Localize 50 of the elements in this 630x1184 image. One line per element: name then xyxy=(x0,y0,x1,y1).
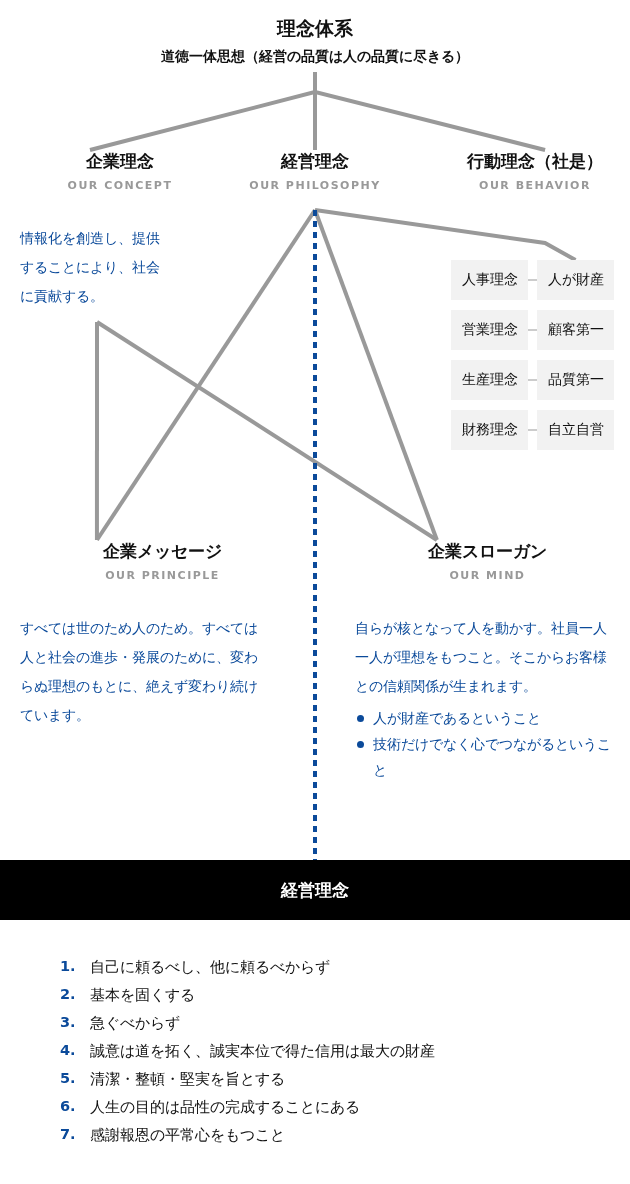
connector-line xyxy=(95,208,317,542)
bullet-text: 技術だけでなく心でつながるということ xyxy=(373,736,611,778)
list-item-text: 自己に頼るべし、他に頼るべからず xyxy=(90,958,330,977)
heading: 経営理念 xyxy=(279,150,350,173)
connector-line xyxy=(94,322,99,540)
connector-line xyxy=(313,209,439,541)
english-subheading: OUR CONCEPT xyxy=(66,179,174,192)
connector-line xyxy=(527,379,538,381)
list-item-text: 基本を固くする xyxy=(90,986,195,1005)
connector-line xyxy=(527,329,538,331)
list-item-text: 人生の目的は品性の完成することにある xyxy=(90,1098,360,1117)
heading: 行動理念（社是） xyxy=(466,150,604,173)
subtitle: 道徳一体思想（経営の品質は人の品質に尽きる） xyxy=(160,48,470,66)
connector-line xyxy=(527,279,538,281)
english-subheading: OUR BEHAVIOR xyxy=(478,179,592,192)
body-text: 自らが核となって人を動かす。社員一人一人が理想をもつこと。そこからお客様との信頼関係が生まれます。 xyxy=(355,619,608,696)
english-subheading: OUR PRINCIPLE xyxy=(104,569,221,582)
dashed-connector-line xyxy=(313,210,317,860)
value-box: 人が財産 xyxy=(537,260,614,300)
heading: 企業理念 xyxy=(85,150,155,173)
list-number: 1. xyxy=(60,958,76,974)
body-text: すべては世のため人のため。すべては人と社会の進歩・発展のために、変わらぬ理想のもとに、絶えず変わり続けています。 xyxy=(20,619,259,725)
connector-line xyxy=(314,208,577,262)
value-box: 顧客第一 xyxy=(537,310,614,350)
body-text: 情報化を創造し、提供することにより、社会に貢献する。 xyxy=(20,229,160,306)
english-subheading: OUR PHILOSOPHY xyxy=(248,179,382,192)
list-number: 5. xyxy=(60,1070,76,1086)
list-number: 6. xyxy=(60,1098,76,1114)
value-box: 品質第一 xyxy=(537,360,614,400)
connector-line xyxy=(527,429,538,431)
value-box: 自立自営 xyxy=(537,410,614,450)
list-number: 7. xyxy=(60,1126,76,1142)
heading: 企業メッセージ xyxy=(102,540,223,563)
value-box: 人事理念 xyxy=(451,260,528,300)
list-number: 3. xyxy=(60,1014,76,1030)
value-box: 財務理念 xyxy=(451,410,528,450)
list-item-text: 急ぐべからず xyxy=(90,1014,180,1033)
connector-line xyxy=(95,320,438,542)
list-number: 2. xyxy=(60,986,76,1002)
diagram-title: 理念体系 xyxy=(275,16,354,41)
heading: 企業スローガン xyxy=(427,540,548,563)
section-header-bar: 経営理念 xyxy=(0,860,630,920)
list-item-text: 清潔・整頓・堅実を旨とする xyxy=(90,1070,285,1089)
list-number: 4. xyxy=(60,1042,76,1058)
list-item-text: 誠意は道を拓く、誠実本位で得た信用は最大の財産 xyxy=(90,1042,435,1061)
value-box: 営業理念 xyxy=(451,310,528,350)
list-item-text: 感謝報恩の平常心をもつこと xyxy=(90,1126,285,1145)
bullet-text: 人が財産であるということ xyxy=(373,710,541,726)
value-box: 生産理念 xyxy=(451,360,528,400)
english-subheading: OUR MIND xyxy=(448,569,527,582)
